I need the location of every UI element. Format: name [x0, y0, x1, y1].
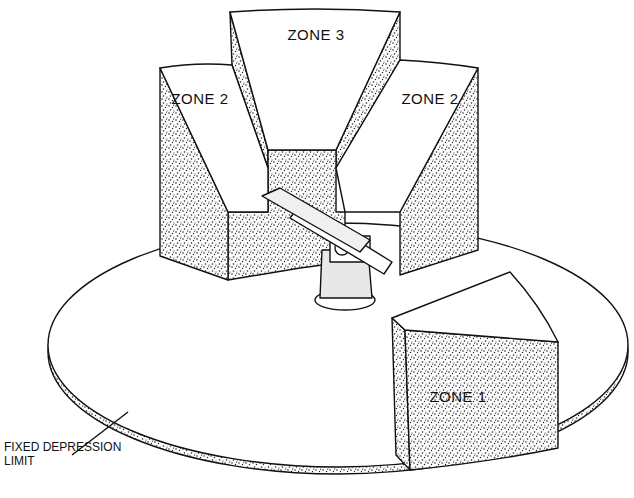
zone-label: ZONE 2	[401, 90, 458, 107]
zone-wall	[405, 330, 558, 470]
zone-label: ZONE 3	[287, 26, 344, 43]
zone-label: ZONE 1	[429, 388, 486, 405]
zone-top	[336, 60, 478, 212]
zone-block: ZONE 2	[171, 90, 228, 107]
zone-block: ZONE 2	[401, 90, 458, 107]
missile	[262, 188, 370, 252]
zone-block: ZONE 1	[429, 388, 486, 405]
zone-top	[392, 272, 558, 342]
part-label: FIXED DEPRESSION LIMIT	[4, 440, 128, 468]
zone-label: ZONE 2	[171, 90, 228, 107]
zone-block: ZONE 3	[287, 26, 344, 43]
zone-top	[160, 64, 268, 212]
